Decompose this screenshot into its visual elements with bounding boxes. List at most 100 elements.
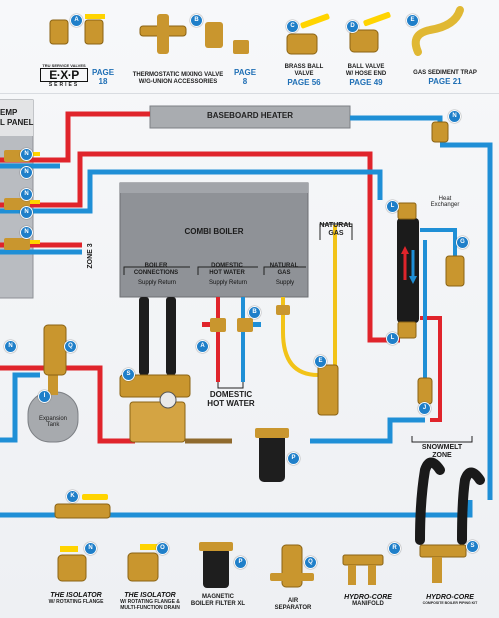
supply-return-boiler: Supply Return (137, 280, 177, 286)
snowmelt-zone-label: SNOWMELT ZONE (421, 444, 463, 459)
combi-boiler-label: COMBI BOILER (184, 227, 244, 236)
return-pipe-bottom (0, 500, 473, 518)
product-n-name: THE ISOLATOR (50, 592, 102, 599)
boiler-connections-label: BOILER CONNECTIONS (133, 263, 179, 276)
page-e: PAGE 21 (428, 77, 462, 86)
return-pipe-filter (310, 417, 425, 444)
product-r-label: HYDRO-CORE MANIFOLD (338, 594, 398, 607)
badge-n-5: N (4, 340, 17, 353)
gas-header-label: NATURAL GAS (269, 263, 299, 276)
page-a-num: 18 (98, 77, 108, 86)
badge-b: B (248, 306, 261, 319)
product-a-shape (49, 19, 69, 45)
page-c: PAGE 56 (287, 78, 321, 87)
natural-gas-label: NATURAL GAS (319, 222, 353, 237)
ball-valve-k-body (54, 503, 111, 519)
product-r-shape (342, 554, 384, 566)
temp-panel-line2: L PANEL (0, 118, 34, 127)
page-d: PAGE 49 (349, 78, 383, 87)
exp-brand-small: TRU SERVICE VALVES (42, 63, 86, 68)
badge-s: S (122, 368, 135, 381)
product-r-sub: MANIFOLD (352, 601, 384, 607)
supply-return-dhw: Supply Return (208, 280, 248, 286)
supply-pipe-baseboard (0, 111, 150, 163)
product-p-line1: MAGNETIC (202, 594, 234, 600)
badge-a-top: A (70, 14, 83, 27)
badge-o-bottom: O (156, 542, 169, 555)
page-label-a: PAGE 18 (88, 68, 118, 86)
badge-q-bottom: Q (304, 556, 317, 569)
badge-d-top: D (346, 20, 359, 33)
return-pipe-expansion (0, 372, 40, 443)
temp-panel-title: EMP L PANEL (0, 108, 34, 128)
badge-n-7: N (20, 166, 33, 179)
product-q-label: AIR SEPARATOR (268, 598, 318, 612)
badge-b-top: B (190, 14, 203, 27)
product-o-sub: W/ ROTATING FLANGE & MULTI-FUNCTION DRAI… (120, 599, 180, 611)
exp-series-logo: TRU SERVICE VALVES E·X·P SERIES (40, 63, 88, 88)
badge-i: I (38, 390, 51, 403)
badge-r-bottom: R (388, 542, 401, 555)
return-pipe-zone2 (0, 169, 383, 214)
temp-panel-header (0, 100, 33, 136)
exp-brand-sub: SERIES (48, 82, 80, 88)
badge-p-bottom: P (234, 556, 247, 569)
product-p-shape (203, 548, 229, 588)
product-d-line2: W/ HOSE END (345, 71, 387, 77)
exp-brand-main: E·X·P (40, 68, 88, 82)
badge-e-top: E (406, 14, 419, 27)
hx-return-right (420, 228, 457, 265)
product-b-line2: W/G-UNION ACCESSORIES (138, 79, 218, 85)
product-n-label: THE ISOLATOR W/ ROTATING FLANGE (40, 592, 112, 605)
page-label-b: PAGE 8 (228, 68, 262, 86)
badge-n-6: N (20, 206, 33, 219)
product-s-label: HYDRO-CORE COMPOSITE BOILER PIPING KIT (412, 594, 488, 605)
heat-exchanger-label: Heat Exchanger (430, 196, 460, 208)
badge-q: Q (64, 340, 77, 353)
product-d-shape (349, 29, 379, 53)
product-d-label: BALL VALVE W/ HOSE END PAGE 49 (338, 64, 394, 87)
product-o-label: THE ISOLATOR W/ ROTATING FLANGE & MULTI-… (112, 592, 188, 611)
page-b-num: 8 (242, 77, 248, 86)
badge-n-3: N (20, 226, 33, 239)
product-c-label: BRASS BALL VALVE PAGE 56 (276, 64, 332, 87)
zone-3-label: ZONE 3 (87, 243, 94, 269)
product-c-shape (286, 33, 318, 55)
dhw-label: DOMESTIC HOT WATER (207, 390, 255, 408)
product-q-line2: SEPARATOR (274, 605, 312, 611)
badge-p: P (287, 452, 300, 465)
boiler-supply-flex (139, 297, 149, 375)
pressure-gauge-icon (159, 391, 177, 409)
badge-n-2: N (20, 188, 33, 201)
product-s-name: HYDRO-CORE (426, 594, 474, 601)
air-separator-shape (43, 324, 67, 376)
product-c-line1: BRASS BALL (284, 64, 324, 70)
badge-g: G (456, 236, 469, 249)
product-s-sub: COMPOSITE BOILER PIPING KIT (422, 601, 478, 605)
product-e-shape (411, 6, 464, 56)
gas-sediment-trap-shape (317, 364, 339, 416)
product-r-name: HYDRO-CORE (344, 594, 392, 601)
badge-l-2: L (386, 332, 399, 345)
badge-n-1: N (20, 148, 33, 161)
gas-flex-pipe (281, 297, 319, 377)
product-e-label: GAS SEDIMENT TRAP PAGE 21 (404, 70, 486, 86)
page-a-word: PAGE (91, 68, 115, 77)
baseboard-heater-label: BASEBOARD HEATER (206, 111, 294, 120)
product-s-shape (419, 544, 467, 558)
product-d-line1: BALL VALVE (347, 64, 385, 70)
product-o-shape (127, 552, 159, 582)
hydro-core-left-arm (415, 457, 445, 545)
page-b-word: PAGE (233, 68, 257, 77)
product-b-label: THERMOSTATIC MIXING VALVE W/G-UNION ACCE… (126, 72, 230, 86)
boiler-valve-manifold (119, 374, 191, 398)
return-pipe-main-right (440, 142, 493, 500)
header-divider (0, 93, 499, 94)
magnetic-filter-shape (259, 428, 285, 482)
product-n-shape (57, 554, 87, 582)
combi-boiler-box (119, 182, 309, 298)
badge-e: E (314, 355, 327, 368)
product-c-line2: VALVE (294, 71, 314, 77)
